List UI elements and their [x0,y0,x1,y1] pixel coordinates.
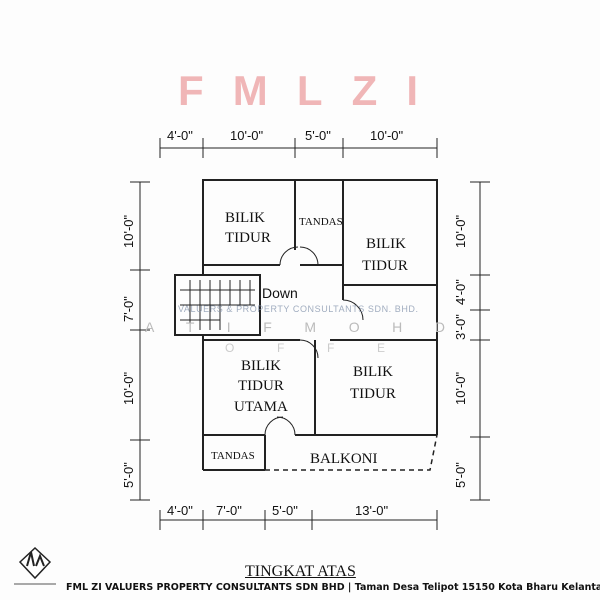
dim-right-1: 10'-0" [453,214,468,248]
dim-bottom-1: 4'-0" [167,503,193,518]
room-tandas-bottom: TANDAS [211,450,255,462]
dim-top-3: 5'-0" [305,128,331,143]
company-logo-icon [14,546,56,585]
dim-left-3: 10'-0" [121,371,136,405]
dim-top-2: 10'-0" [230,128,264,143]
dim-right-4: 10'-0" [453,371,468,405]
dim-right-5: 5'-0" [453,462,468,488]
stair-down-label: Down [262,285,298,301]
staircase [180,280,255,330]
dim-bottom-2: 7'-0" [216,503,242,518]
room-bilik-tidur-1-line1: BILIK [225,210,265,226]
room-bilik-tidur-2-line2: TIDUR [362,258,408,274]
balcony-dashed-edge [265,434,438,471]
footer-company-address: FML ZI VALUERS PROPERTY CONSULTANTS SDN … [66,582,600,593]
dim-left-4: 5'-0" [121,462,136,488]
dim-left-1: 10'-0" [121,214,136,248]
dim-right-3: 3'-0" [453,314,468,340]
watermark-faint-1: A T I F M O H D [145,319,445,335]
dimension-lines [130,138,490,530]
room-bilik-tidur-3-line1: BILIK [353,364,393,380]
watermark-faint-2: O F F E [225,341,385,355]
room-balkoni: BALKONI [310,451,378,467]
door-swings [264,246,364,436]
dim-top-1: 4'-0" [167,128,193,143]
dim-bottom-4: 13'-0" [355,503,389,518]
walls [174,179,438,471]
dim-bottom-3: 5'-0" [272,503,298,518]
room-bilik-tidur-2-line1: BILIK [366,236,406,252]
room-tandas-top: TANDAS [299,216,343,228]
dim-right-2: 4'-0" [453,279,468,305]
room-bilik-tidur-3-line2: TIDUR [350,386,396,402]
watermark-logo: FMLZI [178,67,418,114]
dim-top-4: 10'-0" [370,128,404,143]
room-utama-line1: BILIK [241,358,281,374]
plan-title: TINGKAT ATAS [245,563,356,580]
room-utama-line3: UTAMA [234,399,288,415]
dim-left-2: 7'-0" [121,296,136,322]
room-bilik-tidur-1-line2: TIDUR [225,230,271,246]
watermark-company: VALUERS & PROPERTY CONSULTANTS SDN. BHD. [178,304,418,314]
room-utama-line2: TIDUR [238,378,284,394]
